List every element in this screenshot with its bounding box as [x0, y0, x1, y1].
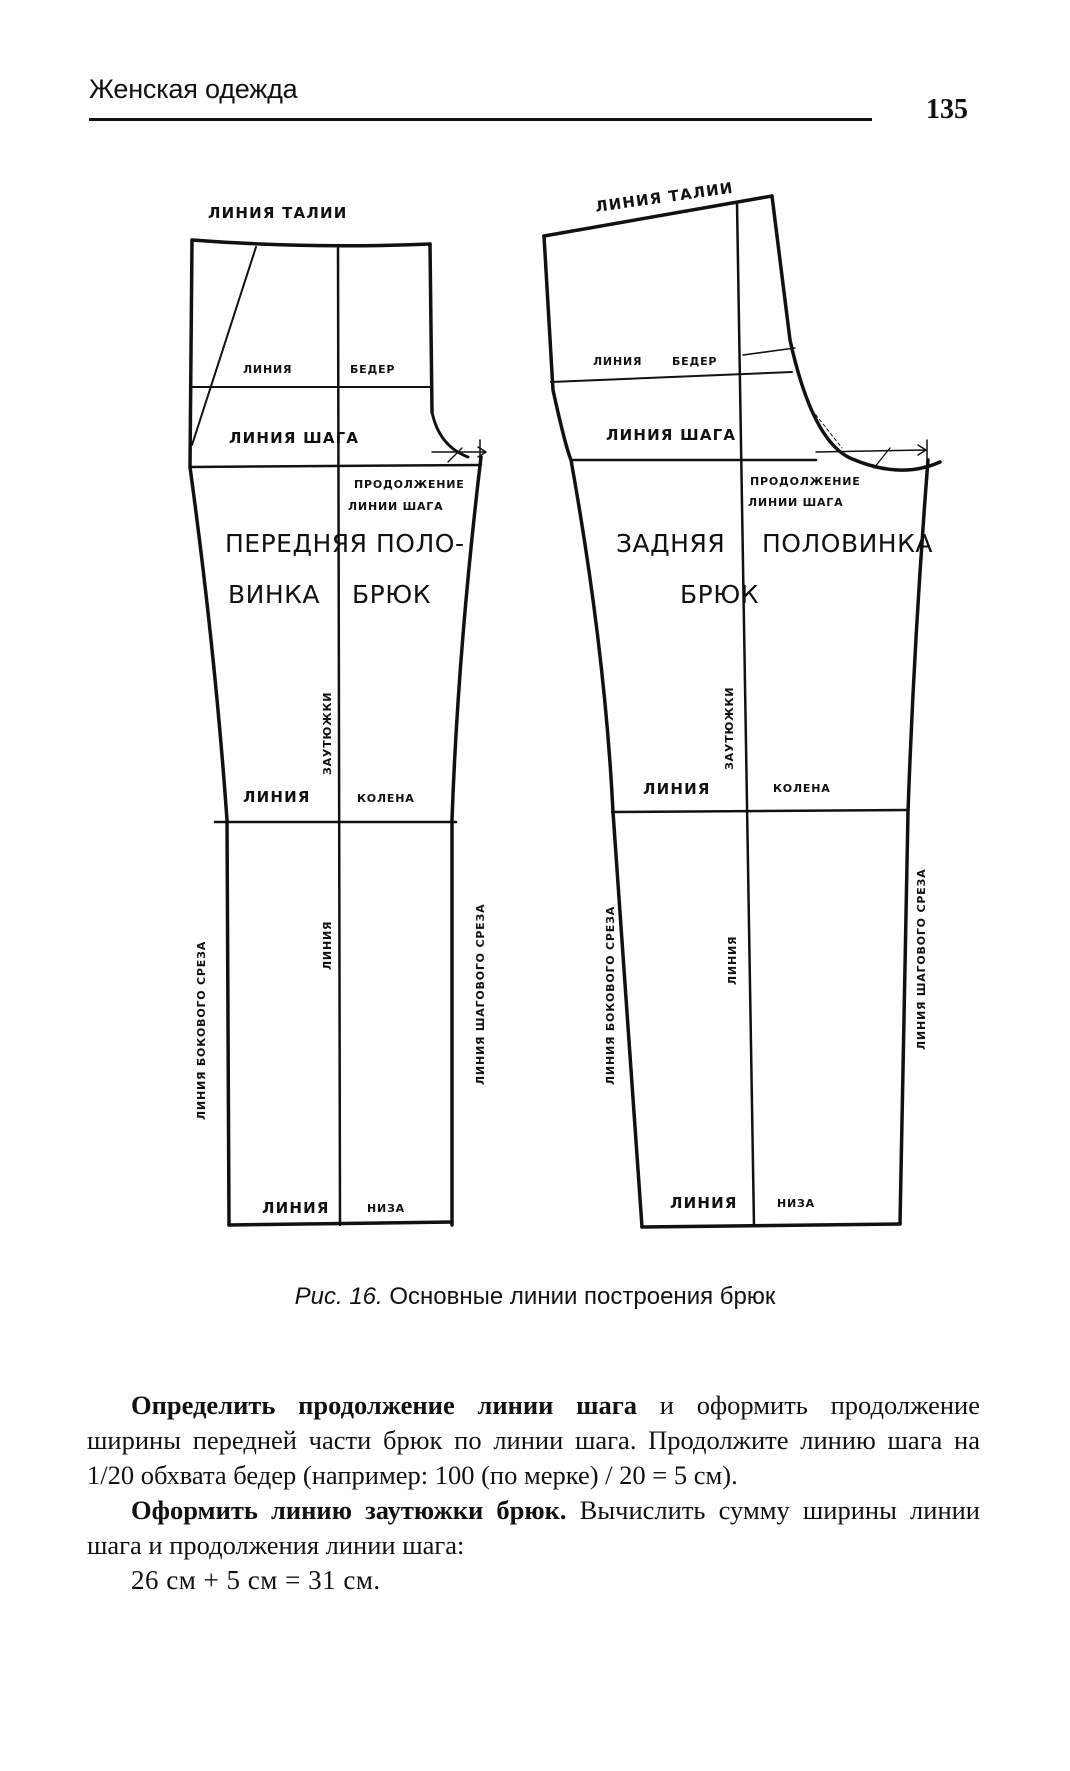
front-waist-label: ЛИНИЯ ТАЛИИ [208, 204, 348, 222]
front-hem-label-1: ЛИНИЯ [262, 1199, 330, 1217]
back-title-3: БРЮК [680, 580, 759, 609]
back-title-2: ПОЛОВИНКА [762, 529, 933, 558]
back-side-seam-label: ЛИНИЯ БОКОВОГО СРЕЗА [604, 906, 617, 1085]
front-crotch-label: ЛИНИЯ ШАГА [229, 429, 359, 447]
front-knee-label-1: ЛИНИЯ [243, 788, 311, 806]
paragraph-crotch-extension: Определить продолжение линии шага и офор… [87, 1388, 980, 1493]
paragraph-1-text: и оформить продолжение ширины передней ч… [87, 1390, 980, 1490]
header-rule [89, 118, 872, 121]
paragraph-1-heading: Определить продолжение линии шага [131, 1390, 638, 1420]
figure-caption-text: Основные линии построения брюк [382, 1283, 776, 1310]
trousers-pattern-drawing: ЛИНИЯ ТАЛИИ ЛИНИЯ БЕДЕР ЛИНИЯ ШАГА ПРОДО… [188, 179, 942, 1229]
front-knee-label-2: КОЛЕНА [357, 792, 415, 805]
paragraph-2-text: Вычислить сумму ширины линии шага и прод… [87, 1495, 980, 1560]
paragraph-2-heading: Оформить линию заутюжки брюк. [131, 1495, 567, 1525]
front-panel-outline [188, 238, 483, 1227]
back-waist-label: ЛИНИЯ ТАЛИИ [594, 179, 735, 216]
front-crotch-ext-label-1: ПРОДОЛЖЕНИЕ [354, 478, 465, 491]
back-crotch-ext-label-2: ЛИНИИ ШАГА [748, 496, 843, 509]
front-side-seam-label: ЛИНИЯ БОКОВОГО СРЕЗА [195, 941, 208, 1120]
trousers-pattern-figure: ЛИНИЯ ТАЛИИ ЛИНИЯ БЕДЕР ЛИНИЯ ШАГА ПРОДО… [188, 179, 942, 1229]
back-crease-label: ЗАУТЮЖКИ [723, 687, 736, 770]
running-head: Женская одежда [89, 74, 298, 104]
front-crease-label-2: ЛИНИЯ [321, 921, 334, 970]
back-crease-label-2: ЛИНИЯ [726, 936, 739, 985]
back-panel-outline [542, 194, 942, 1229]
back-hem-label-2: НИЗА [777, 1197, 815, 1210]
back-construction-lines [550, 201, 928, 1228]
back-knee-label-1: ЛИНИЯ [643, 780, 711, 798]
front-title-3: БРЮК [352, 580, 431, 609]
back-crotch-label: ЛИНИЯ ШАГА [606, 426, 736, 444]
front-construction-lines [188, 246, 487, 1227]
front-hem-label-2: НИЗА [367, 1202, 405, 1215]
back-knee-label-2: КОЛЕНА [773, 782, 831, 795]
back-crotch-ext-label-1: ПРОДОЛЖЕНИЕ [750, 475, 861, 488]
front-inseam-label: ЛИНИЯ ШАГОВОГО СРЕЗА [474, 904, 487, 1085]
back-hip-label-1: ЛИНИЯ [593, 355, 642, 368]
front-crease-label: ЗАУТЮЖКИ [321, 692, 334, 775]
back-hip-label-2: БЕДЕР [672, 355, 717, 368]
back-title-1: ЗАДНЯЯ [616, 529, 725, 558]
page-number: 135 [926, 94, 968, 125]
figure-caption: Рис. 16. Основные линии построения брюк [0, 1283, 1070, 1311]
back-hem-label-1: ЛИНИЯ [670, 1194, 738, 1212]
paragraph-crease-line: Оформить линию заутюжки брюк. Вычислить … [87, 1493, 980, 1563]
body-text: Определить продолжение линии шага и офор… [87, 1388, 980, 1598]
front-hip-label-2: БЕДЕР [350, 363, 395, 376]
front-hip-label-1: ЛИНИЯ [243, 363, 292, 376]
figure-number: Рис. 16. [294, 1283, 383, 1310]
formula: 26 см + 5 см = 31 см. [131, 1565, 381, 1595]
front-title-1: ПЕРЕДНЯЯ ПОЛО- [225, 529, 464, 558]
front-crotch-ext-label-2: ЛИНИИ ШАГА [348, 500, 443, 513]
back-inseam-label: ЛИНИЯ ШАГОВОГО СРЕЗА [915, 869, 928, 1050]
front-title-2: ВИНКА [228, 580, 320, 609]
